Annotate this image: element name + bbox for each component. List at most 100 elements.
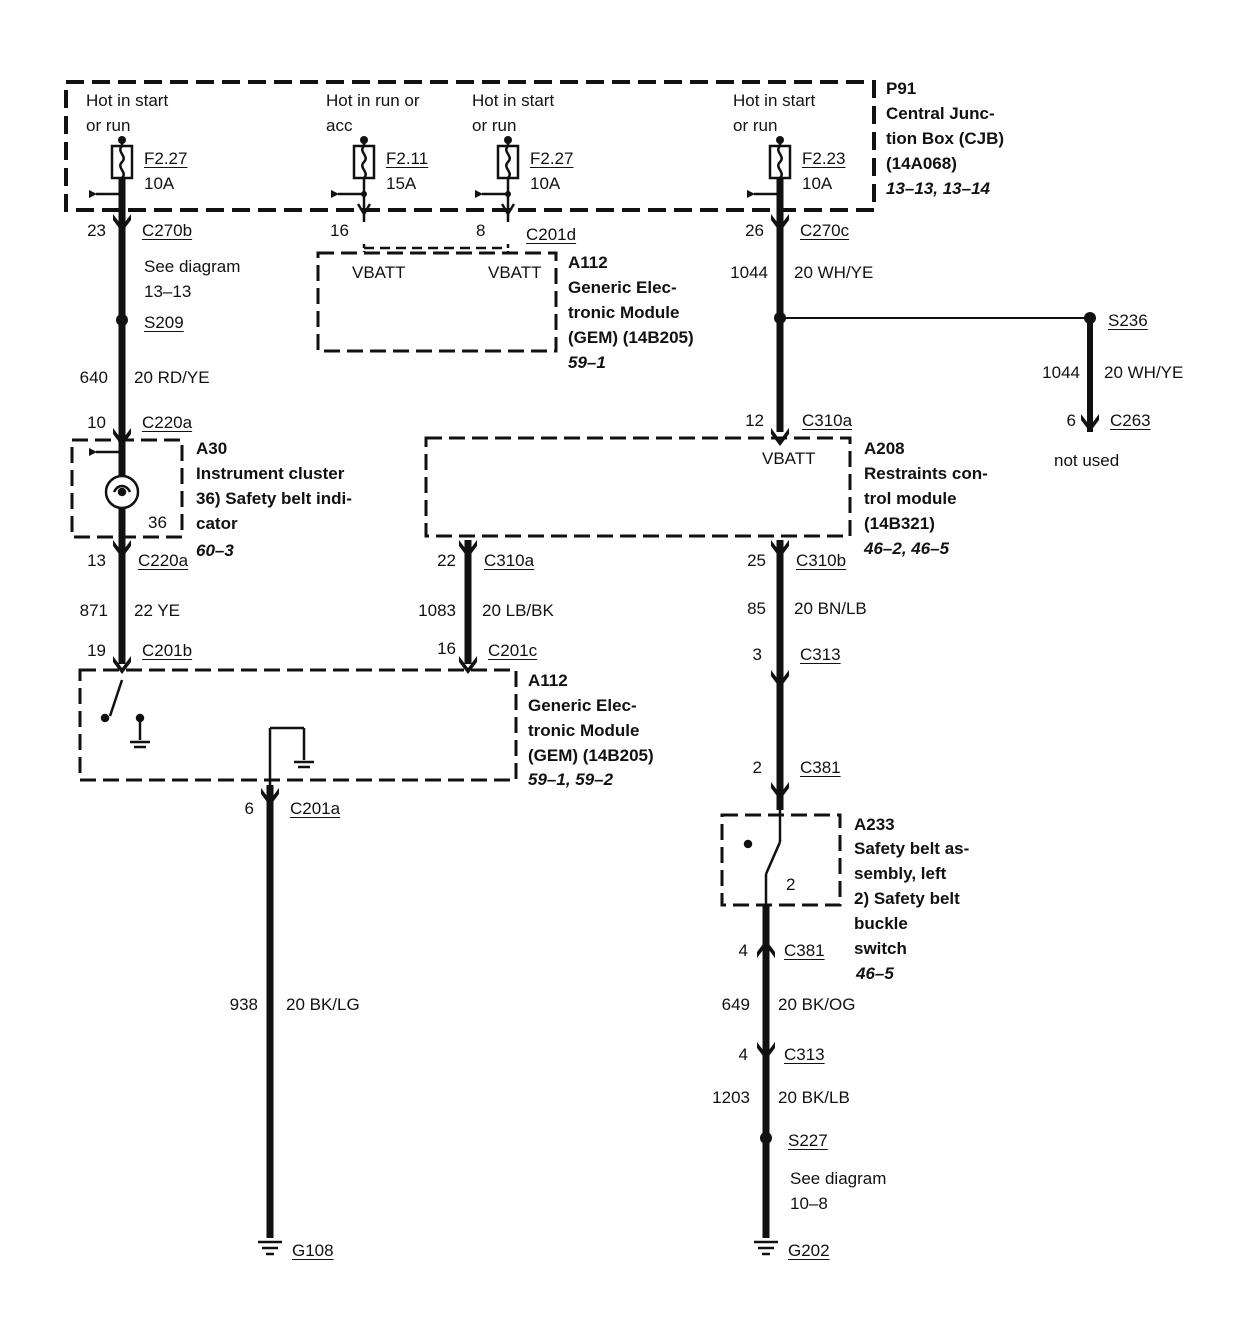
gem-top-ref: A112 xyxy=(568,253,608,272)
ic-page: 60–3 xyxy=(196,541,234,560)
left-wire1: 20 RD/YE xyxy=(134,368,210,387)
mid-pin-gem: 16 xyxy=(437,639,456,658)
gem-top-pin2: 8 xyxy=(476,221,486,240)
mid-pin-rcm: 22 xyxy=(437,551,456,570)
branch-splice: S236 xyxy=(1108,311,1148,330)
gem-bottom-description: Generic Elec-tronic Module(GEM) (14B205) xyxy=(528,696,654,765)
mid-circuit: 1083 xyxy=(418,601,456,620)
belt-pin: 2 xyxy=(786,875,796,894)
gem-top-description: Generic Elec-tronic Module(GEM) (14B205) xyxy=(568,278,694,347)
rcm-out-conn2: C313 xyxy=(800,645,841,664)
left-conn-ic-out: C220a xyxy=(138,551,189,570)
right-conn-rcm: C310a xyxy=(802,411,853,430)
left-conn-ic-in: C220a xyxy=(142,413,193,432)
gem-top-vbatt2: VBATT xyxy=(488,263,542,282)
gem-bottom-ref: A112 xyxy=(528,671,568,690)
belt-conn-out: C381 xyxy=(784,941,825,960)
belt-conn2: C313 xyxy=(784,1045,825,1064)
branch-pin: 6 xyxy=(1066,411,1076,430)
belt-circuit2: 1203 xyxy=(712,1088,750,1107)
gem-top-conn: C201d xyxy=(526,225,577,244)
rcm-out-pin: 25 xyxy=(747,551,766,570)
rcm-box-outline xyxy=(424,436,852,538)
left-pin-ic-out: 13 xyxy=(87,551,106,570)
rcm-out-pin2: 3 xyxy=(752,645,762,664)
gem-bottom-ground: G108 xyxy=(292,1241,334,1260)
branch-wire: 20 WH/YE xyxy=(1104,363,1184,382)
right-pin-rcm: 12 xyxy=(745,411,764,430)
gem-bottom-wire: 20 BK/LG xyxy=(286,995,360,1014)
belt-ground: G202 xyxy=(788,1241,830,1260)
cjb-pages: 13–13, 13–14 xyxy=(886,179,990,198)
branch-note: not used xyxy=(1054,451,1120,470)
rcm-out-circuit: 85 xyxy=(747,599,766,618)
cjb-box-outline xyxy=(64,80,876,212)
gem-top-vbatt1: VBATT xyxy=(352,263,406,282)
right-wire1: 20 WH/YE xyxy=(794,263,874,282)
belt-pin-out: 4 xyxy=(738,941,748,960)
gem-top-box-outline xyxy=(316,251,558,353)
rcm-out-conn: C310b xyxy=(796,551,847,570)
fuse4-amp: 10A xyxy=(802,174,833,193)
gem-bottom-box-outline xyxy=(78,668,518,782)
gem-bottom-circuit: 938 xyxy=(229,995,258,1014)
mid-wire: 20 LB/BK xyxy=(482,601,554,620)
fuse3-id: F2.27 xyxy=(530,149,574,168)
right-conn-cjb: C270c xyxy=(800,221,850,240)
mid-conn-rcm: C310a xyxy=(484,551,535,570)
right-pin-cjb: 26 xyxy=(745,221,764,240)
fuse1-id: F2.27 xyxy=(144,149,188,168)
gem-top-page: 59–1 xyxy=(568,353,606,372)
rcm-out-conn3: C381 xyxy=(800,758,841,777)
rcm-description: Restraints con-trol module(14B321) xyxy=(864,464,988,533)
left-wire2: 22 YE xyxy=(134,601,181,620)
ic-ref: A30 xyxy=(196,439,228,458)
left-pin-gem-in: 19 xyxy=(87,641,106,660)
gem-top-pin1: 16 xyxy=(330,221,349,240)
left-circuit2: 871 xyxy=(79,601,108,620)
belt-ref: A233 xyxy=(854,815,895,834)
cjb-ref: P91 xyxy=(886,79,917,98)
rcm-vbatt: VBATT xyxy=(762,449,816,468)
rcm-pages: 46–2, 46–5 xyxy=(864,539,950,558)
gem-bottom-pages: 59–1, 59–2 xyxy=(528,770,614,789)
rcm-out-wire: 20 BN/LB xyxy=(794,599,867,618)
cjb-description: Central Junc-tion Box (CJB)(14A068) xyxy=(886,104,1005,173)
belt-circuit1: 649 xyxy=(721,995,750,1014)
left-circuit1: 640 xyxy=(79,368,108,387)
belt-wire1: 20 BK/OG xyxy=(778,995,856,1014)
branch-conn: C263 xyxy=(1110,411,1151,430)
left-pin-cjb: 23 xyxy=(87,221,106,240)
gem-bottom-conn-out: C201a xyxy=(290,799,341,818)
left-conn-cjb: C270b xyxy=(142,221,193,240)
belt-pin2: 4 xyxy=(738,1045,748,1064)
belt-wire2: 20 BK/LB xyxy=(778,1088,850,1107)
fuse1-amp: 10A xyxy=(144,174,175,193)
fuse3-amp: 10A xyxy=(530,174,561,193)
belt-splice: S227 xyxy=(788,1131,828,1150)
rcm-ref: A208 xyxy=(864,439,905,458)
left-pin-ic-in: 10 xyxy=(87,413,106,432)
mid-conn-gem: C201c xyxy=(488,641,538,660)
left-splice: S209 xyxy=(144,313,184,332)
gem-bottom-pin-out: 6 xyxy=(244,799,254,818)
belt-page: 46–5 xyxy=(856,964,894,983)
ic-pin: 36 xyxy=(148,513,167,532)
ic-box-outline xyxy=(70,438,184,539)
branch-circuit: 1044 xyxy=(1042,363,1080,382)
rcm-out-pin3: 2 xyxy=(752,758,762,777)
fuse4-id: F2.23 xyxy=(802,149,846,168)
right-circuit1: 1044 xyxy=(730,263,768,282)
fuse2-id: F2.11 xyxy=(386,149,429,168)
left-conn-gem-in: C201b xyxy=(142,641,193,660)
